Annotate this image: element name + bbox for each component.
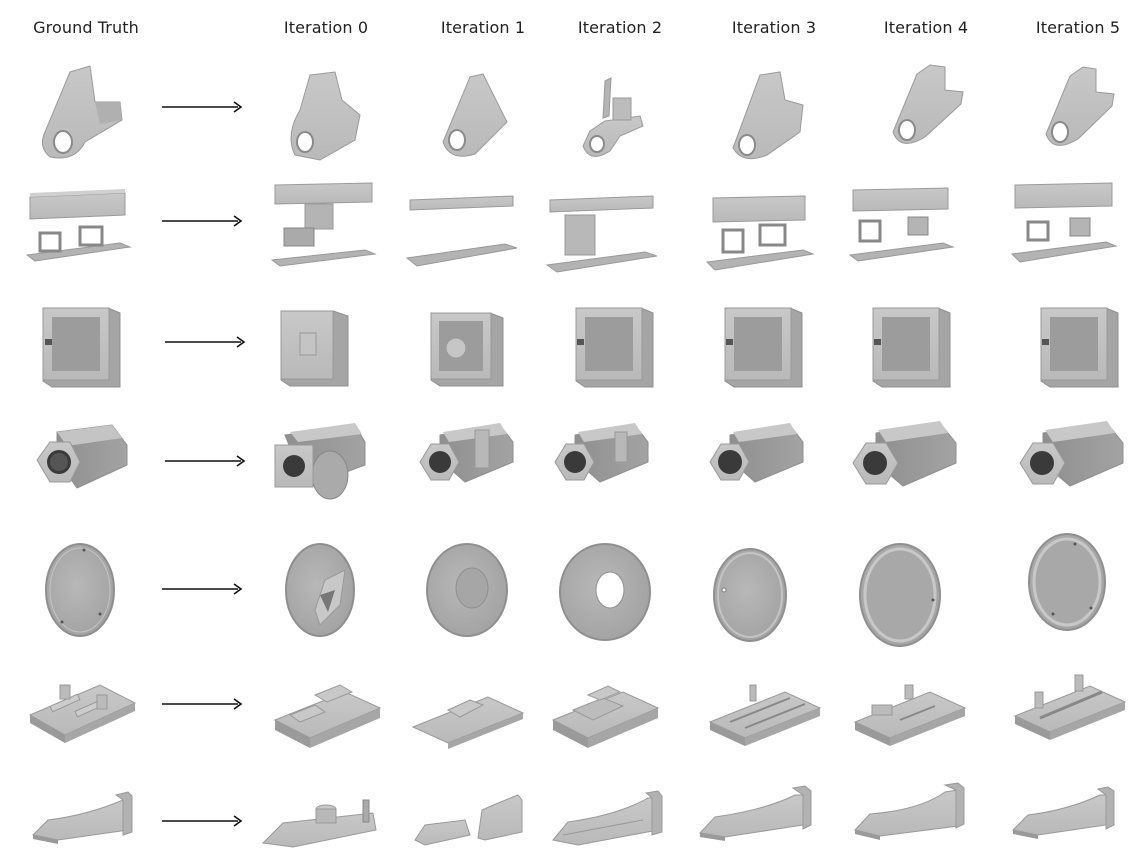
row-0-iteration-5: [1045, 66, 1115, 146]
row-6-arrow: [162, 815, 243, 827]
row-6-iteration-4: [854, 782, 965, 840]
row-4-ground-truth: [45, 543, 115, 637]
row-0-iteration-0: [290, 71, 361, 161]
row-4-arrow: [162, 583, 243, 595]
row-1-iteration-3: [705, 195, 815, 271]
iteration-1-header: Iteration 1: [440, 18, 526, 37]
row-5-iteration-5: [1013, 674, 1127, 740]
row-3-iteration-4: [852, 421, 957, 487]
row-3-iteration-3: [709, 423, 804, 483]
iteration-3-header: Iteration 3: [731, 18, 817, 37]
row-5-iteration-4: [853, 684, 967, 746]
row-6-iteration-0: [261, 799, 377, 848]
iteration-4-header: Iteration 4: [883, 18, 969, 37]
row-4-iteration-1: [426, 543, 508, 637]
row-3-iteration-1: [419, 423, 514, 483]
row-6-ground-truth: [31, 791, 133, 844]
row-0-iteration-2: [582, 77, 644, 157]
row-0-ground-truth: [41, 65, 123, 159]
row-1-arrow: [162, 215, 243, 227]
iteration-2-header: Iteration 2: [577, 18, 663, 37]
row-2-iteration-4: [872, 307, 951, 388]
row-1-iteration-5: [1010, 182, 1118, 263]
row-3-ground-truth: [36, 424, 128, 489]
row-5-arrow: [162, 698, 243, 710]
row-5-iteration-2: [551, 685, 660, 748]
row-3-iteration-5: [1019, 421, 1124, 487]
row-6-iteration-5: [1011, 786, 1115, 839]
row-1-iteration-1: [405, 195, 518, 267]
row-5-iteration-0: [273, 684, 382, 748]
row-6-iteration-2: [552, 790, 663, 846]
row-1-iteration-0: [270, 182, 377, 267]
row-2-iteration-2: [575, 307, 654, 388]
row-2-iteration-5: [1040, 307, 1119, 388]
row-2-ground-truth: [42, 307, 121, 388]
row-4-iteration-4: [859, 543, 941, 647]
row-5-iteration-1: [411, 696, 525, 749]
row-2-iteration-0: [280, 310, 349, 387]
row-2-iteration-3: [724, 307, 803, 388]
row-3-iteration-2: [554, 423, 649, 483]
row-3-arrow: [165, 455, 246, 467]
row-4-iteration-3: [713, 548, 787, 642]
iteration-0-header: Iteration 0: [283, 18, 369, 37]
row-1-iteration-2: [545, 195, 658, 273]
ground-truth-header: Ground Truth: [33, 18, 139, 37]
row-2-arrow: [165, 336, 246, 348]
row-4-iteration-2: [559, 543, 651, 641]
row-4-iteration-0: [285, 543, 355, 637]
row-0-iteration-4: [892, 64, 964, 144]
row-5-iteration-3: [708, 684, 822, 746]
iteration-5-header: Iteration 5: [1035, 18, 1121, 37]
row-1-ground-truth: [25, 189, 132, 262]
row-0-iteration-3: [732, 71, 804, 160]
row-5-ground-truth: [28, 684, 137, 743]
row-1-iteration-4: [848, 187, 955, 262]
row-3-iteration-0: [274, 423, 366, 500]
row-4-iteration-5: [1028, 533, 1106, 631]
row-6-iteration-1: [414, 794, 523, 846]
row-6-iteration-3: [698, 785, 812, 841]
row-2-iteration-1: [430, 312, 504, 387]
row-0-iteration-1: [442, 73, 508, 157]
row-0-arrow: [162, 101, 243, 113]
